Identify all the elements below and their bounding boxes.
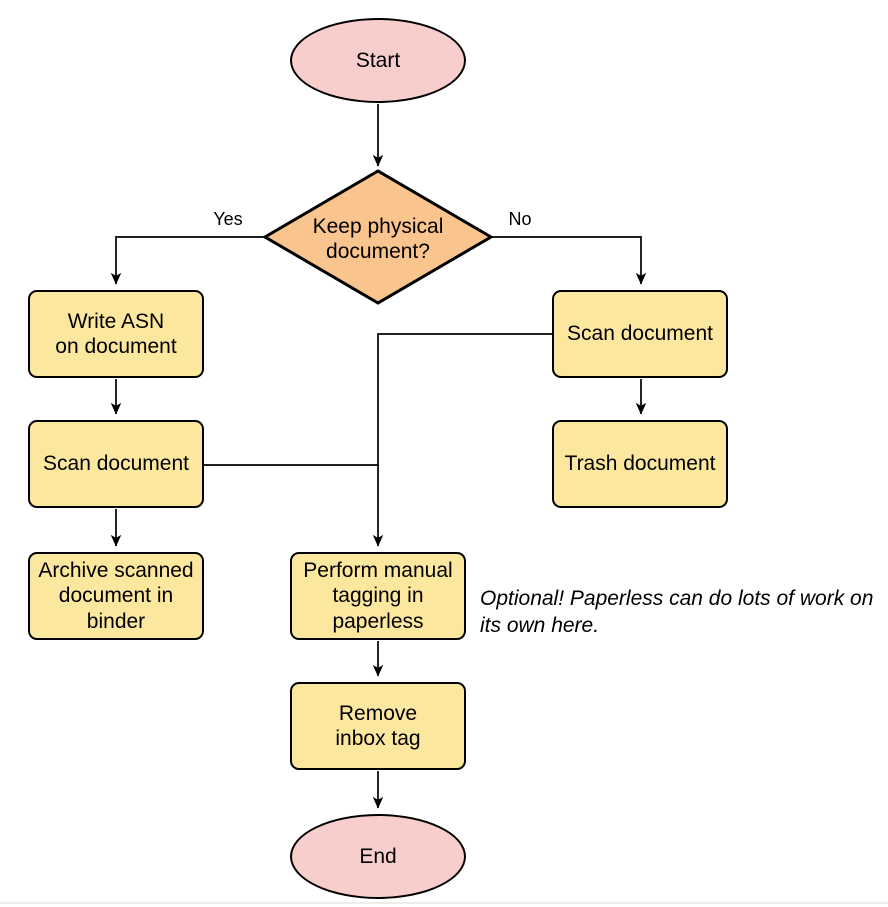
node-write-asn: Write ASN on document [28, 290, 204, 378]
node-archive-binder: Archive scanned document in binder [28, 552, 204, 640]
edge-label-no: No [508, 209, 532, 229]
edge-label-yes: Yes [213, 209, 243, 229]
node-scan-document-right: Scan document [552, 290, 728, 378]
node-start: Start [290, 18, 466, 103]
node-end: End [290, 814, 466, 899]
decision-diamond-shape [262, 169, 494, 305]
node-decision-label: Keep physical document? [312, 214, 444, 263]
edge-scan-right-to-tagging [372, 333, 553, 547]
node-manual-tagging: Perform manual tagging in paperless [290, 552, 466, 640]
node-scan-document-left: Scan document [28, 420, 204, 508]
page-boundary-line [0, 902, 888, 904]
edge-decision-yes-to-write-asn [110, 236, 266, 285]
node-trash-document: Trash document [552, 420, 728, 508]
edge-decision-no-to-scan-right [490, 236, 647, 285]
node-remove-inbox-tag: Remove inbox tag [290, 682, 466, 770]
annotation-optional-note: Optional! Paperless can do lots of work … [480, 587, 874, 637]
